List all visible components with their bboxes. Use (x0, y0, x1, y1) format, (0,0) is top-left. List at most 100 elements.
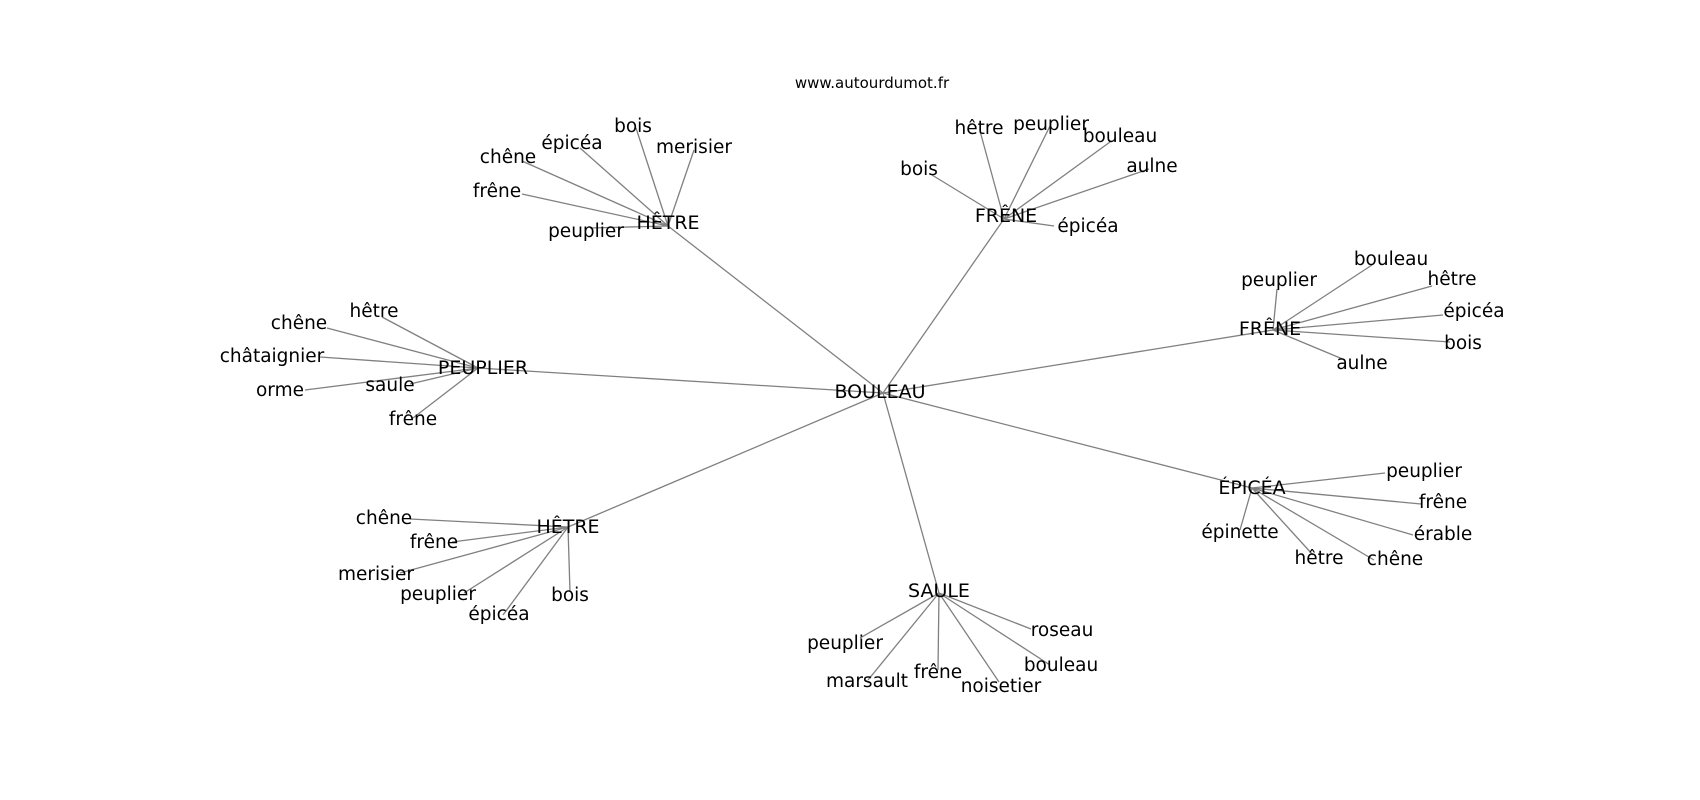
edge-hub-to-leaf (521, 160, 669, 227)
leaf-node-label: merisier (656, 137, 732, 158)
leaf-node-label: hêtre (350, 301, 399, 322)
edge-hub-to-leaf (931, 174, 1005, 220)
leaf-node-label: bois (900, 159, 938, 180)
hub-node-label: FRÊNE (975, 204, 1037, 227)
edge-center-to-hub (667, 225, 884, 394)
edge-hub-to-leaf (1272, 329, 1346, 361)
edge-hub-to-leaf (451, 526, 569, 543)
edge-hub-to-leaf (381, 316, 479, 369)
leaf-node-label: bois (551, 585, 589, 606)
hub-node-label: HÊTRE (536, 515, 599, 538)
edge-center-to-hub (477, 367, 884, 394)
edge-hub-to-leaf (319, 356, 479, 369)
leaf-node-label: aulne (1336, 353, 1387, 374)
leaf-node-label: bois (614, 116, 652, 137)
hub-node-label: SAULE (908, 580, 970, 602)
graph-labels: www.autourdumot.fr BOULEAU boismerisieré… (220, 74, 1505, 697)
leaf-node-label: marsault (826, 671, 908, 692)
leaf-node-label: chêne (480, 147, 536, 168)
leaf-node-label: châtaignier (220, 346, 325, 367)
edge-center-to-hub (882, 392, 1253, 489)
edge-hub-to-leaf (1272, 314, 1444, 331)
leaf-node-label: érable (1414, 524, 1473, 545)
leaf-node-label: frêne (1419, 492, 1467, 513)
leaf-node-label: frêne (389, 409, 437, 430)
edge-hub-to-leaf (1003, 123, 1052, 220)
leaf-node-label: épinette (1201, 522, 1278, 543)
leaf-node-label: bouleau (1024, 655, 1098, 676)
edge-hub-to-leaf (635, 127, 669, 227)
leaf-node-label: orme (256, 380, 304, 401)
leaf-node-label: bouleau (1354, 249, 1428, 270)
leaf-node-label: peuplier (548, 221, 624, 242)
leaf-node-label: bois (1444, 333, 1482, 354)
edge-hub-to-leaf (1272, 329, 1451, 343)
edge-hub-to-leaf (938, 592, 1000, 683)
edge-hub-to-leaf (1272, 288, 1278, 331)
leaf-node-label: roseau (1031, 620, 1094, 641)
edge-hub-to-leaf (567, 526, 571, 593)
leaf-node-label: épicéa (541, 133, 602, 154)
edge-hub-to-leaf (521, 193, 669, 227)
leaf-node-label: chêne (271, 313, 327, 334)
edge-center-to-hub (882, 329, 1274, 394)
hub-node-label: ÉPICÉA (1218, 476, 1285, 499)
leaf-node-label: saule (365, 375, 414, 396)
leaf-node-label: peuplier (1013, 114, 1089, 135)
edge-hub-to-leaf (1251, 487, 1422, 505)
leaf-node-label: peuplier (807, 633, 883, 654)
edge-hub-to-leaf (1251, 487, 1314, 556)
leaf-node-label: bouleau (1083, 126, 1157, 147)
edge-hub-to-leaf (1003, 141, 1111, 220)
edge-hub-to-leaf (667, 149, 695, 227)
leaf-node-label: frêne (410, 532, 458, 553)
edge-hub-to-leaf (399, 526, 569, 574)
edge-hub-to-leaf (867, 592, 940, 681)
leaf-node-label: hêtre (1295, 548, 1344, 569)
edge-hub-to-leaf (409, 518, 569, 528)
edge-center-to-hub (882, 218, 1005, 394)
edge-center-to-hub (882, 392, 940, 594)
edge-hub-to-leaf (859, 592, 940, 639)
edge-hub-to-leaf (937, 592, 940, 671)
leaf-node-label: merisier (338, 564, 414, 585)
leaf-node-label: peuplier (400, 584, 476, 605)
edge-hub-to-leaf (502, 526, 569, 616)
center-node-label: BOULEAU (834, 381, 925, 403)
edge-hub-to-leaf (938, 592, 1032, 630)
edge-hub-to-leaf (1003, 218, 1055, 227)
leaf-node-label: chêne (356, 508, 412, 529)
leaf-node-label: noisetier (961, 676, 1042, 697)
edge-hub-to-leaf (1239, 487, 1253, 531)
edge-hub-to-leaf (463, 526, 569, 594)
leaf-node-label: épicéa (468, 604, 529, 625)
edge-hub-to-leaf (938, 592, 1051, 666)
leaf-node-label: hêtre (955, 118, 1004, 139)
edge-hub-to-leaf (1251, 487, 1414, 536)
edge-hub-to-leaf (304, 367, 479, 391)
leaf-node-label: hêtre (1428, 269, 1477, 290)
leaf-node-label: peuplier (1386, 461, 1462, 482)
edge-hub-to-leaf (326, 327, 479, 369)
edge-hub-to-leaf (1272, 264, 1373, 331)
leaf-node-label: frêne (473, 181, 521, 202)
hub-node-label: PEUPLIER (438, 357, 528, 379)
graph-edges (304, 123, 1451, 683)
leaf-node-label: aulne (1126, 156, 1177, 177)
edge-center-to-hub (567, 392, 884, 528)
edge-hub-to-leaf (1251, 487, 1375, 561)
hub-node-label: HÊTRE (636, 211, 699, 234)
edge-hub-to-leaf (1003, 168, 1150, 220)
hub-node-label: FRÊNE (1239, 317, 1301, 340)
leaf-node-label: épicéa (1443, 301, 1504, 322)
edge-hub-to-leaf (412, 367, 479, 419)
edge-hub-to-leaf (979, 130, 1005, 220)
edge-hub-to-leaf (589, 225, 669, 229)
edge-hub-to-leaf (409, 367, 479, 385)
edge-hub-to-leaf (1272, 285, 1433, 331)
edge-hub-to-leaf (579, 147, 669, 227)
leaf-node-label: épicéa (1057, 216, 1118, 237)
edge-hub-to-leaf (1251, 472, 1386, 489)
site-url: www.autourdumot.fr (795, 74, 950, 92)
